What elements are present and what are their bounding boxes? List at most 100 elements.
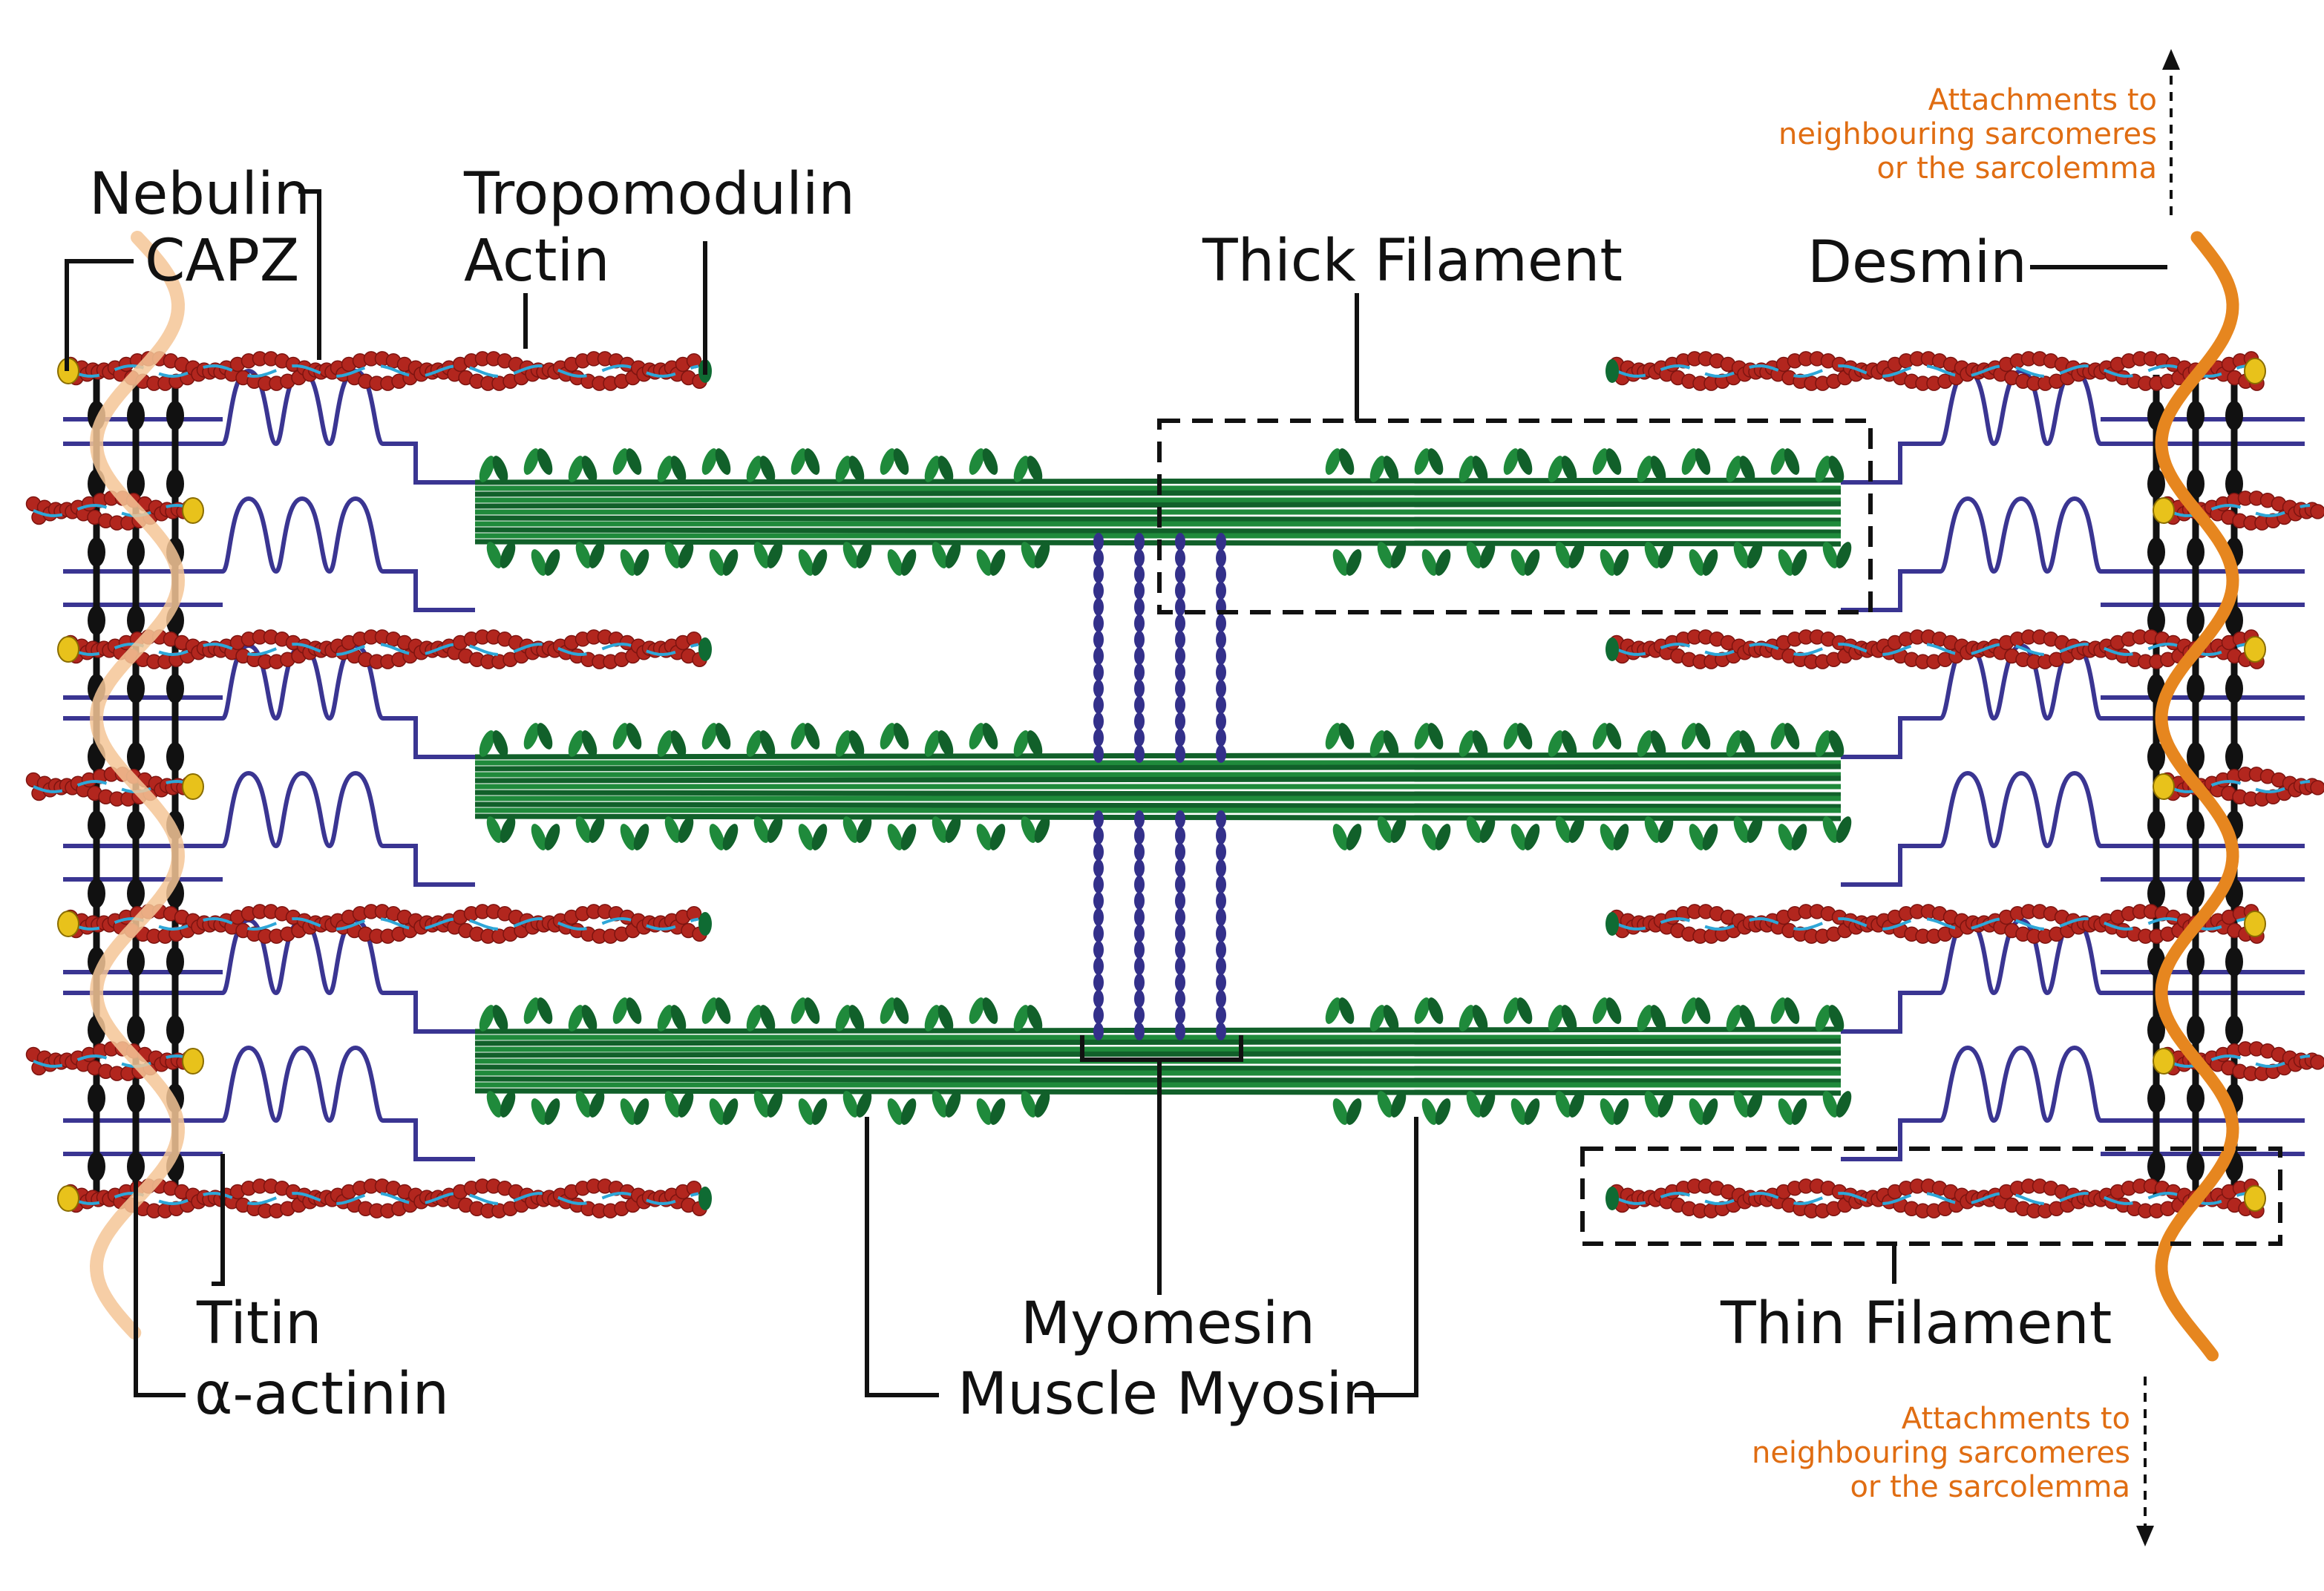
myosin-head — [544, 1098, 560, 1125]
alpha-actinin-node — [88, 879, 105, 908]
alpha-actinin-node — [2147, 1152, 2165, 1181]
myosin-head — [1427, 448, 1444, 475]
myosin-head — [1421, 549, 1438, 576]
thick-filament-3 — [474, 997, 1852, 1125]
alpha-actinin-node — [2147, 879, 2165, 908]
bottom-attachment-note: Attachments to neighbouring sarcomeres o… — [1752, 1402, 2130, 1504]
myosin-rod — [474, 501, 1842, 509]
myomesin-bead — [1175, 647, 1185, 665]
myosin-head — [1435, 549, 1451, 576]
myosin-rod — [474, 790, 1842, 798]
myosin-head — [701, 997, 718, 1024]
alpha-actinin-node — [2225, 674, 2243, 703]
myomesin-bead — [1093, 941, 1104, 959]
myosin-head — [523, 723, 540, 749]
myosin-head — [589, 1091, 605, 1118]
alpha-actinin-node — [166, 674, 184, 703]
nebulin-strand — [1616, 364, 2250, 378]
myosin-head — [893, 448, 909, 475]
alpha-actinin-node — [88, 537, 105, 567]
myosin-head — [848, 456, 865, 482]
myosin-head — [1325, 997, 1341, 1024]
capz-cap — [182, 497, 204, 524]
thin-filament-right-1 — [1605, 351, 2266, 391]
myosin-head — [1739, 1005, 1755, 1031]
myosin-head — [1689, 1098, 1705, 1125]
myosin-head — [715, 997, 731, 1024]
myosin-head — [1472, 456, 1488, 482]
myosin-head — [937, 456, 954, 482]
alpha-actinin-node — [127, 1083, 145, 1113]
myosin-head — [932, 816, 948, 843]
myosin-head — [746, 456, 762, 482]
myosin-head — [924, 456, 940, 482]
myosin-head — [1390, 1091, 1407, 1118]
capz-cap — [182, 1048, 204, 1075]
myosin-head — [932, 542, 948, 568]
nebulin-strand — [1616, 1191, 2250, 1206]
myosin-head — [1568, 542, 1585, 568]
myosin-head — [811, 824, 828, 850]
myosin-head — [1650, 456, 1666, 482]
myosin-head — [479, 1005, 495, 1031]
myosin-head — [1346, 1098, 1362, 1125]
myosin-head — [479, 730, 495, 757]
myosin-head — [759, 1005, 776, 1031]
myosin-head — [753, 816, 770, 843]
nebulin-strand — [70, 1191, 699, 1206]
myosin-head — [989, 824, 1006, 850]
alpha-actinin-node — [2187, 742, 2204, 772]
alpha-actinin-node — [2225, 1015, 2243, 1045]
alpha-actinin-node — [127, 469, 145, 499]
myomesin-bead — [1093, 1023, 1104, 1040]
thin-filament-left-1 — [57, 351, 712, 391]
myosin-head — [1021, 542, 1037, 568]
myosin-head — [581, 456, 598, 482]
thick-filament-label: Thick Filament — [1202, 228, 1623, 295]
myosin-head — [1383, 1005, 1399, 1031]
myomesin-bead — [1134, 729, 1145, 747]
alpha-actinin-node — [88, 810, 105, 840]
myomesin-bead — [1093, 843, 1104, 861]
myosin-head — [1681, 723, 1698, 749]
myosin-head — [1510, 824, 1527, 850]
myosin-head — [1613, 549, 1629, 576]
myosin-head — [1383, 456, 1399, 482]
thin-filaments — [25, 351, 2324, 1218]
myosin-head — [856, 816, 872, 843]
myosin-head — [1377, 816, 1393, 843]
myomesin-bead — [1216, 712, 1226, 730]
myosin-head — [900, 1098, 917, 1125]
myosin-head — [633, 1098, 649, 1125]
alpha-actinin-node — [2187, 401, 2204, 430]
capz-leader — [65, 259, 134, 371]
myosin-head — [969, 723, 985, 749]
tropomodulin-cap — [698, 1187, 712, 1210]
myosin-head — [1503, 448, 1519, 475]
myosin-head — [612, 997, 629, 1024]
myomesin-bead — [1175, 663, 1185, 681]
myosin-head — [880, 723, 896, 749]
myosin-head — [1784, 997, 1800, 1024]
myosin-head — [767, 1091, 783, 1118]
myomesin-bead — [1093, 925, 1104, 942]
myosin-head — [537, 723, 553, 749]
myosin-head — [1592, 723, 1608, 749]
bottom-note-line-1: Attachments to — [1902, 1402, 2130, 1436]
myosin-head — [848, 1005, 865, 1031]
myomesin-bead — [1134, 745, 1145, 763]
alpha-actinin-node — [2187, 947, 2204, 977]
myosin-head — [759, 456, 776, 482]
myosin-head — [575, 816, 592, 843]
myosin-head — [1421, 1098, 1438, 1125]
myomesin-bead — [1216, 957, 1226, 975]
thin-filament-left-2 — [57, 629, 712, 669]
myosin-head — [1516, 723, 1533, 749]
myosin-head — [612, 448, 629, 475]
myosin-head — [1555, 1091, 1571, 1118]
myosin-head — [1421, 824, 1438, 850]
myomesin-bead — [1093, 549, 1104, 567]
alpha-actinin-node — [88, 606, 105, 635]
myosin-head — [1778, 824, 1794, 850]
myosin-head — [982, 997, 998, 1024]
